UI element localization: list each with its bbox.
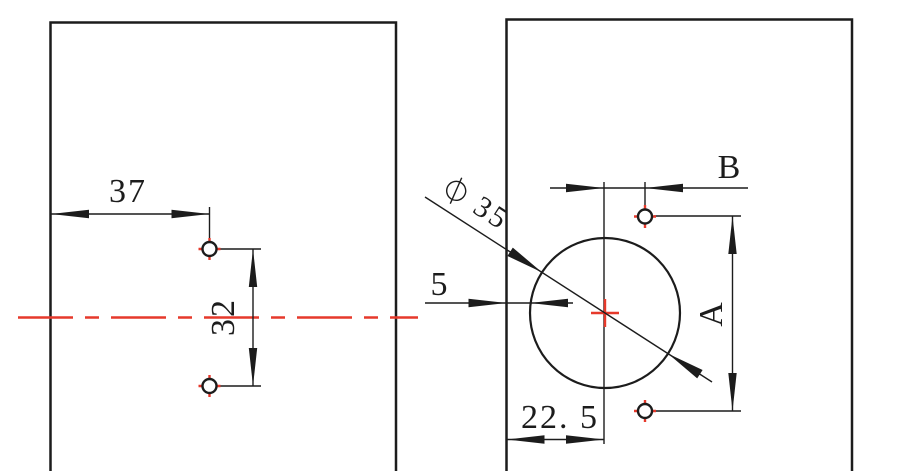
dim-cup-center-to-holes: B: [550, 149, 748, 208]
arrowhead-left: [51, 209, 89, 219]
hole-circle: [636, 208, 654, 225]
drill-hole-left-bottom: [198, 375, 221, 397]
dim-edge-to-cup-rim: 5: [425, 266, 573, 308]
drill-hole-right-bottom: [634, 400, 656, 422]
diameter-symbol-icon: [445, 177, 467, 204]
hole-circle: [201, 240, 218, 258]
arrowhead-down: [248, 348, 258, 386]
drill-hole-right-top: [634, 205, 656, 228]
arrowhead-upper-left: [507, 247, 542, 273]
dim-label-A: A: [693, 300, 730, 327]
dim-label-5: 5: [431, 266, 450, 303]
dim-left-hole-spacing: 32: [205, 248, 261, 387]
right-panel-outline: [505, 18, 854, 471]
arrowhead-lower-right: [668, 353, 703, 379]
arrowhead-down: [728, 373, 737, 411]
arrowhead-right: [566, 183, 604, 193]
arrowhead-up: [248, 249, 258, 287]
arrowhead-left: [506, 435, 545, 444]
drill-hole-left-top: [198, 238, 221, 260]
hole-circle: [201, 377, 218, 395]
arrowhead-right: [566, 435, 604, 444]
diameter-symbol-slash: [449, 177, 463, 204]
diameter-symbol-circle: [445, 180, 467, 202]
arrowhead-up: [728, 216, 737, 254]
arrowhead-left: [645, 183, 683, 193]
dim-edge-to-holes: 37: [51, 173, 211, 242]
dim-label-22-5: 22. 5: [521, 399, 599, 436]
diameter-annotation: 35: [445, 177, 516, 237]
arrowhead-right: [171, 209, 210, 219]
dim-label-37: 37: [109, 173, 147, 210]
diameter-leader-line: [424, 196, 713, 383]
arrowhead-left: [530, 298, 568, 308]
hole-circle: [636, 402, 654, 420]
dim-screw-hole-spacing: A: [654, 215, 741, 412]
arrowhead-right: [468, 298, 507, 308]
dim-label-B: B: [718, 149, 743, 186]
hinge-cup-circle: [528, 236, 682, 390]
dim-label-32: 32: [205, 298, 242, 336]
dim-edge-to-cup-center: 22. 5: [506, 399, 604, 444]
left-panel-outline: [49, 21, 398, 471]
